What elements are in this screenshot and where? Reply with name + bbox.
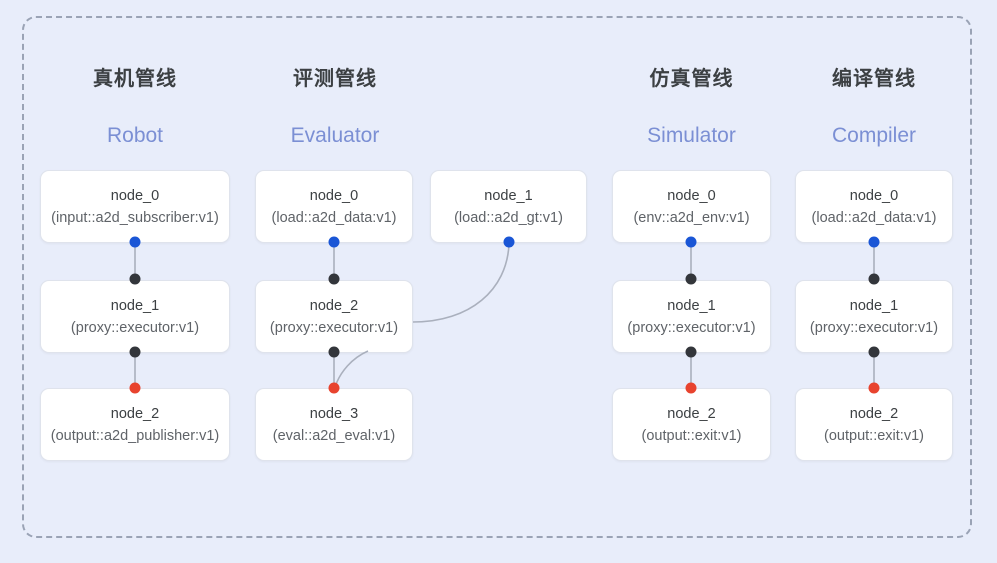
node-compiler-2[interactable]: node_2 (output::exit:v1) (795, 388, 953, 461)
column-simulator-heading-cn: 仿真管线 (649, 68, 734, 90)
node-subtitle: (proxy::executor:v1) (627, 319, 756, 336)
node-evaluator-3[interactable]: node_3 (eval::a2d_eval:v1) (255, 388, 413, 461)
column-evaluator-heading-en: Evaluator (290, 124, 380, 147)
node-subtitle: (load::a2d_data:v1) (811, 209, 937, 226)
port-simulator-2-in[interactable] (685, 382, 697, 394)
node-subtitle: (output::exit:v1) (641, 427, 742, 444)
port-robot-1-in[interactable] (129, 273, 141, 285)
port-compiler-1-out[interactable] (868, 346, 880, 358)
node-title: node_0 (667, 187, 716, 204)
node-title: node_3 (309, 405, 359, 422)
node-compiler-1[interactable]: node_1 (proxy::executor:v1) (795, 280, 953, 353)
node-subtitle: (input::a2d_subscriber:v1) (51, 209, 219, 226)
port-compiler-0-out[interactable] (868, 236, 880, 248)
node-title: node_0 (849, 187, 899, 204)
column-evaluator: 评测管线 Evaluator (255, 0, 415, 563)
node-compiler-0[interactable]: node_0 (load::a2d_data:v1) (795, 170, 953, 243)
column-compiler: 编译管线 Compiler (795, 0, 953, 563)
node-title: node_2 (309, 297, 359, 314)
port-compiler-1-in[interactable] (868, 273, 880, 285)
node-subtitle: (load::a2d_gt:v1) (454, 209, 563, 226)
node-subtitle: (proxy::executor:v1) (809, 319, 939, 336)
node-title: node_1 (484, 187, 533, 204)
diagram-outer-frame (22, 16, 972, 538)
port-evaluator-0-out[interactable] (328, 236, 340, 248)
port-compiler-2-in[interactable] (868, 382, 880, 394)
port-simulator-0-out[interactable] (685, 236, 697, 248)
column-simulator-heading-en: Simulator (647, 124, 736, 147)
node-title: node_1 (667, 297, 716, 314)
node-simulator-2[interactable]: node_2 (output::exit:v1) (612, 388, 771, 461)
node-title: node_1 (110, 297, 160, 314)
node-evaluator-0[interactable]: node_0 (load::a2d_data:v1) (255, 170, 413, 243)
node-subtitle: (env::a2d_env:v1) (633, 209, 750, 226)
node-subtitle: (eval::a2d_eval:v1) (272, 427, 396, 444)
node-evaluator-2[interactable]: node_2 (proxy::executor:v1) (255, 280, 413, 353)
port-evaluator-2-in[interactable] (328, 273, 340, 285)
node-evaluator-1[interactable]: node_1 (load::a2d_gt:v1) (430, 170, 587, 243)
column-robot-heading-en: Robot (106, 124, 164, 147)
node-subtitle: (proxy::executor:v1) (70, 319, 200, 336)
port-robot-1-out[interactable] (129, 346, 141, 358)
port-simulator-1-in[interactable] (685, 273, 697, 285)
node-simulator-1[interactable]: node_1 (proxy::executor:v1) (612, 280, 771, 353)
column-robot-heading-cn: 真机管线 (93, 68, 177, 90)
column-compiler-heading-en: Compiler (831, 124, 917, 147)
port-robot-2-in[interactable] (129, 382, 141, 394)
port-robot-0-out[interactable] (129, 236, 141, 248)
column-robot: 真机管线 Robot (40, 0, 230, 563)
node-subtitle: (load::a2d_data:v1) (271, 209, 397, 226)
node-title: node_1 (849, 297, 899, 314)
node-robot-1[interactable]: node_1 (proxy::executor:v1) (40, 280, 230, 353)
node-title: node_2 (110, 405, 160, 422)
node-subtitle: (proxy::executor:v1) (269, 319, 399, 336)
port-simulator-1-out[interactable] (685, 346, 697, 358)
node-robot-2[interactable]: node_2 (output::a2d_publisher:v1) (40, 388, 230, 461)
port-evaluator-2-out[interactable] (328, 346, 340, 358)
node-robot-0[interactable]: node_0 (input::a2d_subscriber:v1) (40, 170, 230, 243)
node-subtitle: (output::exit:v1) (824, 427, 924, 444)
column-compiler-heading-cn: 编译管线 (832, 68, 916, 90)
column-simulator: 仿真管线 Simulator (612, 0, 771, 563)
node-simulator-0[interactable]: node_0 (env::a2d_env:v1) (612, 170, 771, 243)
node-title: node_2 (667, 405, 716, 422)
column-evaluator-heading-cn: 评测管线 (293, 68, 377, 90)
node-title: node_0 (110, 187, 160, 204)
port-evaluator-1-out[interactable] (503, 236, 515, 248)
node-title: node_0 (309, 187, 359, 204)
node-subtitle: (output::a2d_publisher:v1) (50, 427, 220, 444)
port-evaluator-3-in[interactable] (328, 382, 340, 394)
node-title: node_2 (849, 405, 899, 422)
